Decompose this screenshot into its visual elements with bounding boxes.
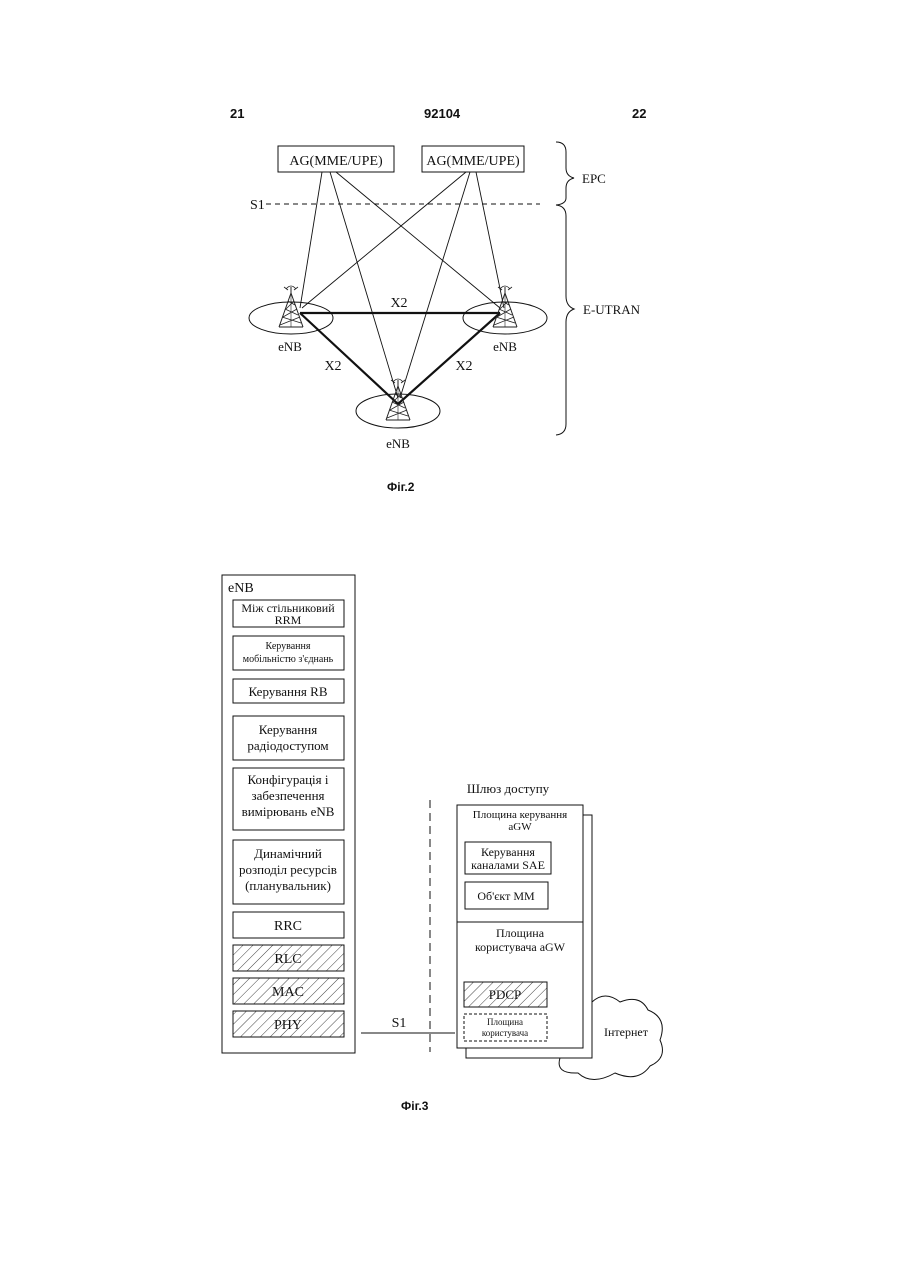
control-plane-line1: Площина керування [473, 809, 567, 821]
block-measurement-config-line1: Конфігурація і [247, 772, 328, 787]
block-rb-control-label: Керування RB [249, 684, 328, 699]
x2-label-right: X2 [455, 359, 472, 374]
enb-label-right: eNB [493, 339, 517, 354]
fig2-caption: Фіг.2 [387, 480, 414, 494]
block-rrc-label: RRC [274, 919, 302, 934]
gateway-title: Шлюз доступу [467, 781, 550, 796]
user-plane-sub-line2: користувача [482, 1028, 528, 1038]
block-connection-mobility-line2: мобільністю з'єднань [243, 654, 334, 665]
block-inter-cell-rrm-line2: RRM [275, 613, 302, 627]
enb-label-bottom: eNB [386, 436, 410, 451]
user-plane-line1: Площина [496, 926, 545, 940]
tower-right-icon [493, 286, 517, 327]
block-connection-mobility-line1: Керування [266, 641, 311, 652]
eutran-brace [556, 205, 574, 435]
block-rlc-label: RLC [274, 952, 301, 967]
block-radio-admission-line2: радіодоступом [247, 738, 328, 753]
internet-label: Інтернет [604, 1025, 649, 1039]
user-plane-sub-line1: Площина [487, 1017, 523, 1027]
block-scheduler-line2: розподіл ресурсів [239, 862, 337, 877]
block-measurement-config-line3: вимірювань eNB [242, 804, 335, 819]
mm-entity-label: Об'єкт MM [477, 889, 535, 903]
enb-label-left: eNB [278, 339, 302, 354]
sae-bearer-control-line2: каналами SAE [471, 858, 545, 872]
ag-label-right: AG(MME/UPE) [426, 154, 520, 169]
tower-bottom-icon [386, 379, 410, 420]
user-plane-line2: користувача aGW [475, 940, 566, 954]
s1-label: S1 [250, 198, 265, 213]
block-scheduler-line3: (планувальник) [245, 878, 331, 893]
x2-label-top: X2 [390, 296, 407, 311]
block-mac-label: MAC [272, 985, 304, 1000]
tower-left-icon [279, 286, 303, 327]
epc-label: EPC [582, 171, 606, 186]
pdcp-label: PDCP [489, 987, 522, 1002]
s1-link-label: S1 [392, 1016, 407, 1031]
sae-bearer-control-line1: Керування [481, 845, 535, 859]
eutran-label: E-UTRAN [583, 302, 641, 317]
enb-title: eNB [228, 581, 254, 596]
fig2-network-diagram: AG(MME/UPE) AG(MME/UPE) S1 X2 X2 X2 [249, 142, 641, 451]
block-scheduler-line1: Динамічний [254, 846, 322, 861]
fig3-caption: Фіг.3 [401, 1099, 428, 1113]
epc-brace [556, 142, 574, 205]
ag-label-left: AG(MME/UPE) [289, 154, 383, 169]
x2-label-left: X2 [324, 359, 341, 374]
block-measurement-config-line2: забезпечення [251, 788, 324, 803]
block-phy-label: PHY [274, 1018, 302, 1033]
fig3-architecture-diagram: eNB Між стільниковий RRM Керування мобіл… [222, 575, 662, 1080]
block-radio-admission-line1: Керування [259, 722, 317, 737]
control-plane-line2: aGW [508, 821, 532, 833]
